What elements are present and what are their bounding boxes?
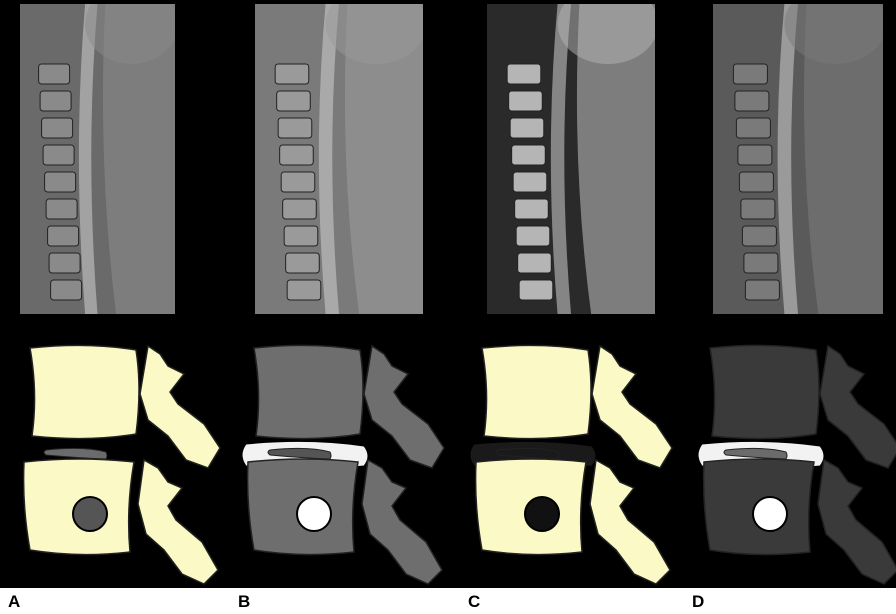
- mri-vertebral-body: [40, 91, 71, 111]
- schematic-svg-b: [232, 338, 456, 588]
- mri-vertebral-body: [283, 199, 317, 219]
- mri-vertebral-body: [513, 172, 547, 192]
- mri-image-c: [487, 4, 655, 314]
- schematic-diagram-a: [8, 338, 232, 588]
- lower-posterior-element: [138, 460, 218, 584]
- panel-label-b: B: [238, 592, 250, 612]
- mri-svg-d: [713, 4, 883, 314]
- mri-vertebral-body: [48, 226, 79, 246]
- lesion-circle: [525, 497, 559, 531]
- upper-posterior-element: [364, 346, 444, 468]
- mri-image-d: [713, 4, 883, 314]
- mri-vertebral-body: [49, 253, 80, 273]
- lower-posterior-element: [818, 460, 896, 584]
- mri-vertebral-body: [519, 280, 553, 300]
- upper-vertebral-body: [482, 345, 591, 438]
- mri-vertebral-body: [738, 145, 772, 165]
- mri-svg-a: [20, 4, 175, 314]
- mri-vertebral-body: [284, 226, 318, 246]
- lower-posterior-element: [362, 460, 442, 584]
- panel-label-a: A: [8, 592, 20, 612]
- schematic-diagram-d: [688, 338, 896, 588]
- mri-vertebral-body: [39, 64, 70, 84]
- mri-vertebral-body: [277, 91, 311, 111]
- lesion-circle: [297, 497, 331, 531]
- mri-vertebral-body: [510, 118, 544, 138]
- mri-vertebral-body: [280, 145, 314, 165]
- panel-label-c: C: [468, 592, 480, 612]
- schematic-diagram-c: [460, 338, 684, 588]
- schematic-svg-a: [8, 338, 232, 588]
- mri-image-b: [255, 4, 423, 314]
- mri-vertebral-body: [733, 64, 767, 84]
- schematic-diagram-b: [232, 338, 456, 588]
- upper-posterior-element: [592, 346, 672, 468]
- upper-vertebral-body: [710, 345, 819, 438]
- mri-vertebral-body: [275, 64, 309, 84]
- mri-vertebral-body: [518, 253, 552, 273]
- mri-vertebral-body: [281, 172, 315, 192]
- mri-vertebral-body: [45, 172, 76, 192]
- panel-label-d: D: [692, 592, 704, 612]
- upper-posterior-element: [140, 346, 220, 468]
- mri-vertebral-body: [42, 118, 73, 138]
- mri-svg-b: [255, 4, 423, 314]
- schematic-svg-d: [688, 338, 896, 588]
- lesion-circle: [753, 497, 787, 531]
- mri-vertebral-body: [744, 253, 778, 273]
- mri-vertebral-body: [512, 145, 546, 165]
- mri-vertebral-body: [736, 118, 770, 138]
- upper-vertebral-body: [30, 345, 139, 438]
- mri-vertebral-body: [515, 199, 549, 219]
- mri-vertebral-body: [735, 91, 769, 111]
- mri-vertebral-body: [745, 280, 779, 300]
- mri-vertebral-body: [286, 253, 320, 273]
- mri-vertebral-body: [51, 280, 82, 300]
- mri-vertebral-body: [46, 199, 77, 219]
- lower-posterior-element: [590, 460, 670, 584]
- mri-svg-c: [487, 4, 655, 314]
- upper-vertebral-body: [254, 345, 363, 438]
- mri-vertebral-body: [507, 64, 541, 84]
- upper-posterior-element: [820, 346, 896, 468]
- schematic-svg-c: [460, 338, 684, 588]
- mri-vertebral-body: [287, 280, 321, 300]
- mri-vertebral-body: [278, 118, 312, 138]
- mri-image-a: [20, 4, 175, 314]
- mri-vertebral-body: [509, 91, 543, 111]
- mri-vertebral-body: [741, 199, 775, 219]
- mri-vertebral-body: [742, 226, 776, 246]
- mri-vertebral-body: [516, 226, 550, 246]
- lesion-circle: [73, 497, 107, 531]
- mri-vertebral-body: [43, 145, 74, 165]
- disc-nucleus: [44, 448, 107, 459]
- mri-vertebral-body: [739, 172, 773, 192]
